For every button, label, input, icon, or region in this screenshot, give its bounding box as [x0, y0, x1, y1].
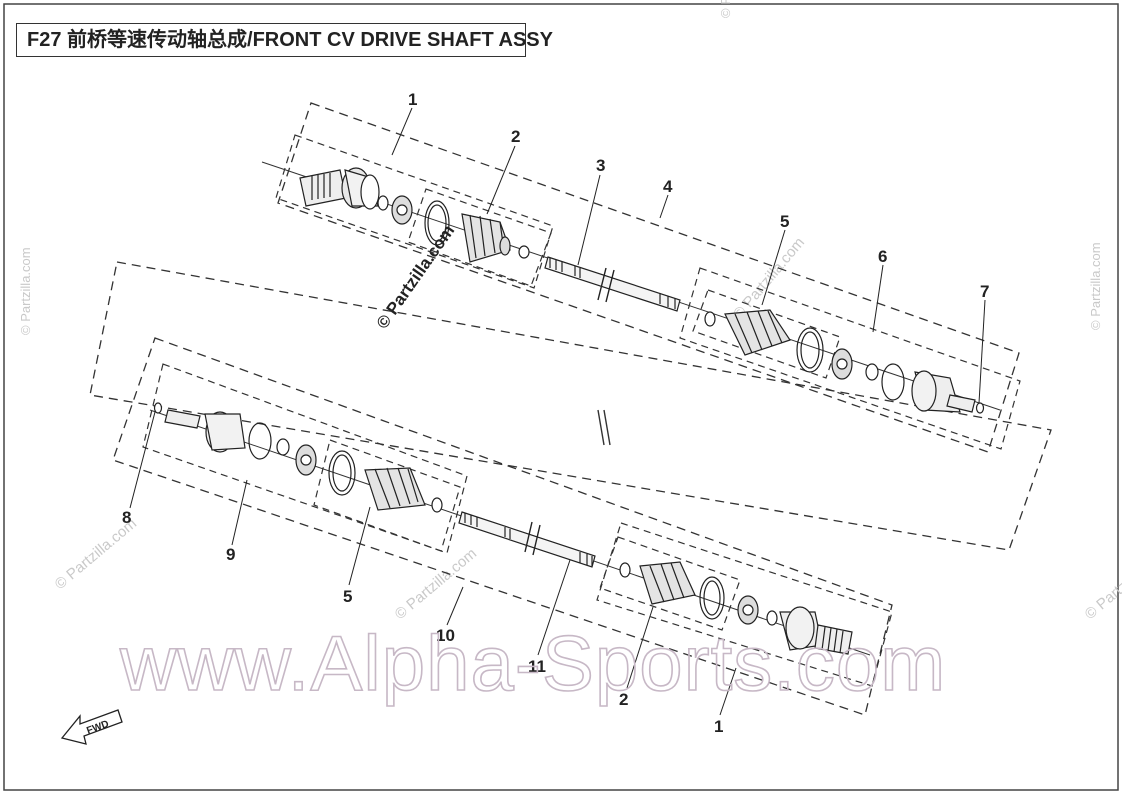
upper-inner-boot: [724, 309, 791, 356]
upper-small-clamp: [518, 245, 530, 259]
lower-inner-boot-clamp: [328, 450, 356, 496]
svg-text:© Partzilla.com: © Partzilla.com: [1088, 242, 1103, 330]
callout-8-lower: 8: [122, 508, 131, 527]
callout-9-lower: 9: [226, 545, 235, 564]
upper-circlip: [377, 195, 389, 211]
svg-text:© Partzilla.com: © Partzilla.com: [1082, 545, 1122, 623]
fwd-arrow: FWD: [60, 709, 123, 745]
lower-end-clip-8: [153, 402, 163, 414]
svg-text:© Partzilla.com: © Partzilla.com: [730, 234, 808, 322]
callout-10-lower: 10: [436, 626, 455, 645]
callout-2-lower: 2: [619, 690, 628, 709]
upper-inner-small-clamp: [704, 311, 716, 327]
upper-shaft-assembly: [299, 167, 985, 414]
callout-7-upper: 7: [980, 282, 989, 301]
callout-5-lower: 5: [343, 587, 352, 606]
callout-5-upper: 5: [780, 212, 789, 231]
assembly-4-frame: [277, 102, 1020, 453]
upper-inner-boot-clamp: [796, 327, 824, 373]
upper-boot-kit-box-2: [407, 188, 552, 287]
upper-shaft: [544, 256, 681, 312]
upper-stub-spline: [299, 169, 347, 207]
fwd-arrow-icon: [60, 709, 123, 745]
break-mark: [603, 409, 611, 446]
callout-4-upper: 4: [663, 177, 673, 196]
lower-outer-circlip: [766, 610, 778, 626]
lower-shaft-assembly: [153, 402, 853, 655]
lower-shaft: [458, 511, 596, 568]
upper-inner-stub: [946, 394, 976, 413]
callout-1-upper: 1: [408, 90, 417, 109]
upper-inner-ring: [881, 363, 905, 401]
callout-11-lower: 11: [528, 657, 546, 676]
lower-outer-boot-clamp: [699, 576, 725, 620]
page-border: [3, 3, 1119, 791]
callout-3-upper: 3: [596, 156, 605, 175]
lower-boot-kit-box-5: [313, 439, 461, 552]
break-mark: [597, 409, 605, 446]
upper-inner-joint-box-6: [679, 267, 1021, 450]
callout-labels: 1 2 3 4 5 6 7 8 9 5 10 11 2 1: [122, 90, 989, 736]
lower-inner-boot: [364, 467, 426, 511]
lower-inner-small-clamp: [431, 497, 443, 513]
callout-6-upper: 6: [878, 247, 887, 266]
lower-outer-small-clamp: [619, 562, 631, 578]
upper-boot-clamp-large: [424, 200, 450, 246]
upper-boot-kit-box-5: [692, 289, 841, 379]
alpha-sports-watermark: www.Alpha-Sports.com: [119, 619, 946, 707]
svg-text:© Partzilla.com: © Partzilla.com: [718, 0, 733, 18]
upper-end-clip-7: [975, 402, 985, 414]
lower-boot-kit-box-2: [599, 536, 741, 631]
lower-inner-stub: [164, 409, 201, 429]
callout-1-lower: 1: [714, 717, 723, 736]
leader-lines: [129, 107, 986, 716]
page-title: F27 前桥等速传动轴总成/FRONT CV DRIVE SHAFT ASSY: [16, 23, 553, 57]
svg-text:© Partzilla.com: © Partzilla.com: [392, 545, 480, 623]
partzilla-watermarks: © Partzilla.com © Partzilla.com © Partzi…: [18, 0, 1122, 623]
assembly-10-frame: [89, 261, 1052, 551]
svg-text:© Partzilla.com: © Partzilla.com: [18, 247, 33, 335]
lower-inner-ring: [248, 422, 272, 460]
upper-outer-joint-box: [275, 134, 554, 289]
callout-2-upper: 2: [511, 127, 520, 146]
lower-inner-circlip: [276, 438, 290, 456]
upper-inner-circlip: [865, 363, 879, 381]
